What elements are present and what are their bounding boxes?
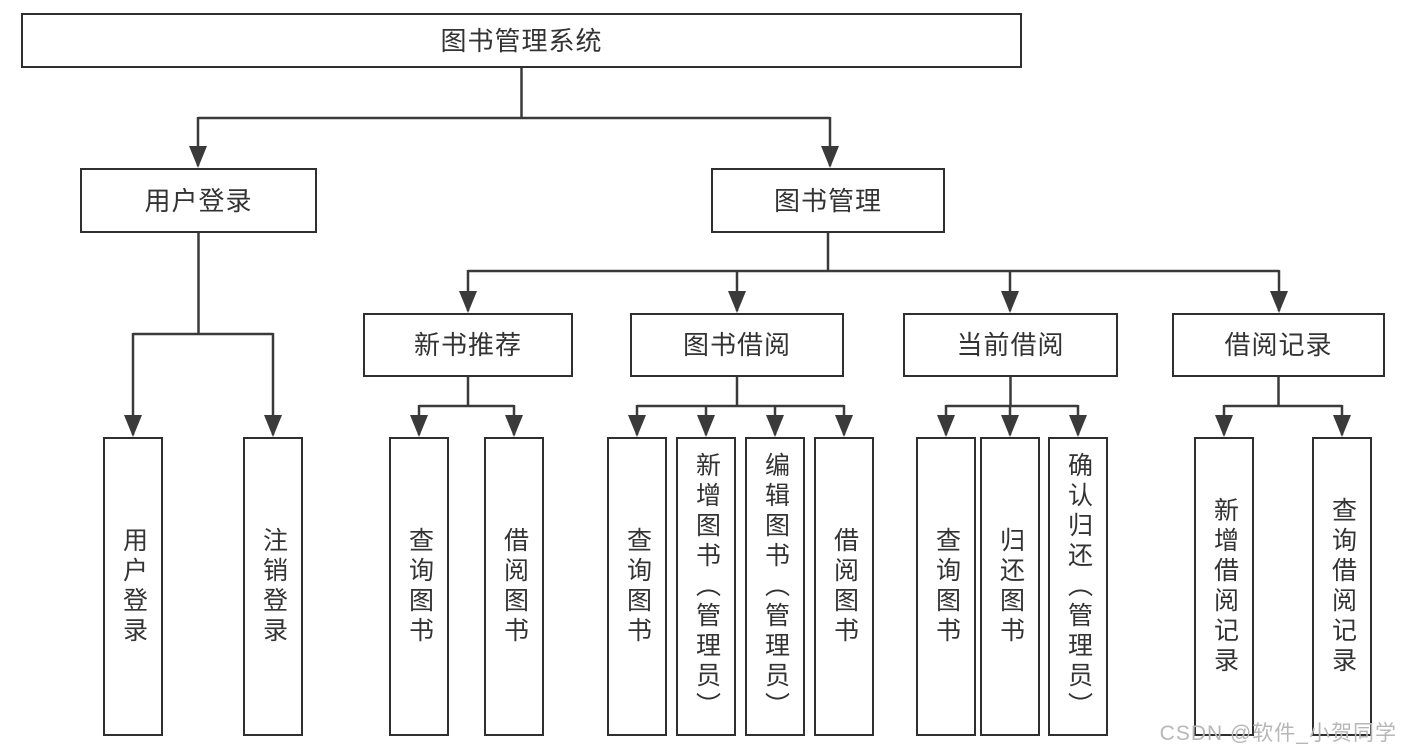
leaf-return-books: 归还图书 [980, 437, 1040, 736]
connector-root-to-level2 [189, 68, 839, 168]
node-label: 借阅记录 [1224, 330, 1333, 360]
node-library-management-system: 图书管理系统 [21, 13, 1022, 68]
leaf-borrowing-query-books: 查询图书 [607, 437, 667, 736]
node-label: 图书管理 [773, 185, 882, 216]
leaf-query-borrow-record: 查询借阅记录 [1312, 437, 1372, 736]
node-label: 归还图书 [996, 526, 1025, 647]
connector-user-login-to-leaves [124, 233, 282, 437]
leaf-recommend-borrow-books: 借阅图书 [484, 437, 544, 736]
connector-current-borrow-to-leaves [937, 377, 1087, 437]
node-label: 注销登录 [259, 526, 288, 647]
leaf-confirm-return-admin: 确认归还（管理员） [1048, 437, 1108, 736]
node-label: 查询图书 [405, 526, 434, 647]
node-label: 查询图书 [623, 526, 652, 647]
node-label: 用户登录 [144, 185, 253, 216]
leaf-current-query-books: 查询图书 [916, 437, 976, 736]
node-label: 图书借阅 [682, 330, 791, 360]
connector-borrow-records-to-leaves [1215, 377, 1351, 437]
node-label: 图书管理系统 [440, 25, 603, 56]
node-label: 查询借阅记录 [1328, 496, 1357, 677]
node-label: 查询图书 [932, 526, 961, 647]
leaf-add-books-admin: 新增图书（管理员） [676, 437, 736, 736]
node-label: 新增图书（管理员） [692, 451, 721, 722]
leaf-logout: 注销登录 [243, 437, 303, 736]
node-new-book-recommendation: 新书推荐 [363, 313, 573, 377]
leaf-user-login: 用户登录 [103, 437, 163, 736]
node-borrowing-records: 借阅记录 [1172, 313, 1385, 377]
node-book-borrowing: 图书借阅 [630, 313, 844, 377]
node-label: 用户登录 [119, 526, 148, 647]
node-label: 新书推荐 [413, 330, 522, 360]
node-current-borrowing: 当前借阅 [903, 313, 1118, 377]
node-label: 借阅图书 [500, 526, 529, 647]
node-user-login-branch: 用户登录 [80, 168, 317, 233]
node-label: 确认归还（管理员） [1064, 451, 1093, 722]
node-label: 新增借阅记录 [1210, 496, 1239, 677]
csdn-watermark: CSDN @软件_小贺同学 [1159, 722, 1397, 745]
connector-book-borrow-to-leaves [628, 377, 853, 437]
leaf-recommend-query-books: 查询图书 [389, 437, 449, 736]
connector-new-book-to-leaves [410, 377, 523, 437]
leaf-add-borrow-record: 新增借阅记录 [1194, 437, 1254, 736]
leaf-borrowing-borrow-books: 借阅图书 [814, 437, 874, 736]
connector-book-management-to-level3 [459, 233, 1288, 313]
node-label: 编辑图书（管理员） [761, 451, 790, 722]
node-label: 借阅图书 [830, 526, 859, 647]
node-label: 当前借阅 [956, 330, 1065, 360]
node-book-management: 图书管理 [711, 168, 945, 233]
leaf-edit-books-admin: 编辑图书（管理员） [745, 437, 805, 736]
